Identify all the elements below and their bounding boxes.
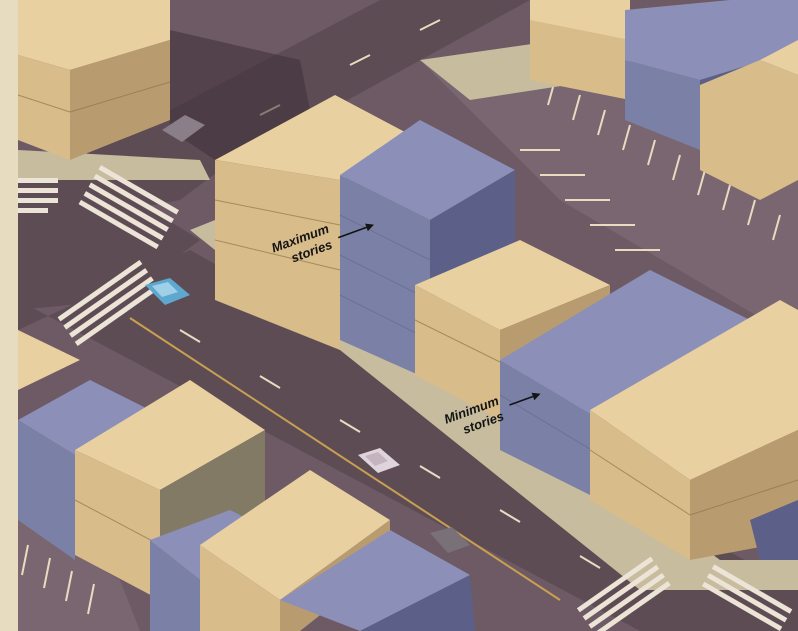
illustration-canvas: Maximum stories Minimum stories [0,0,798,631]
city-zoning-illustration: Maximum stories Minimum stories [0,0,798,631]
